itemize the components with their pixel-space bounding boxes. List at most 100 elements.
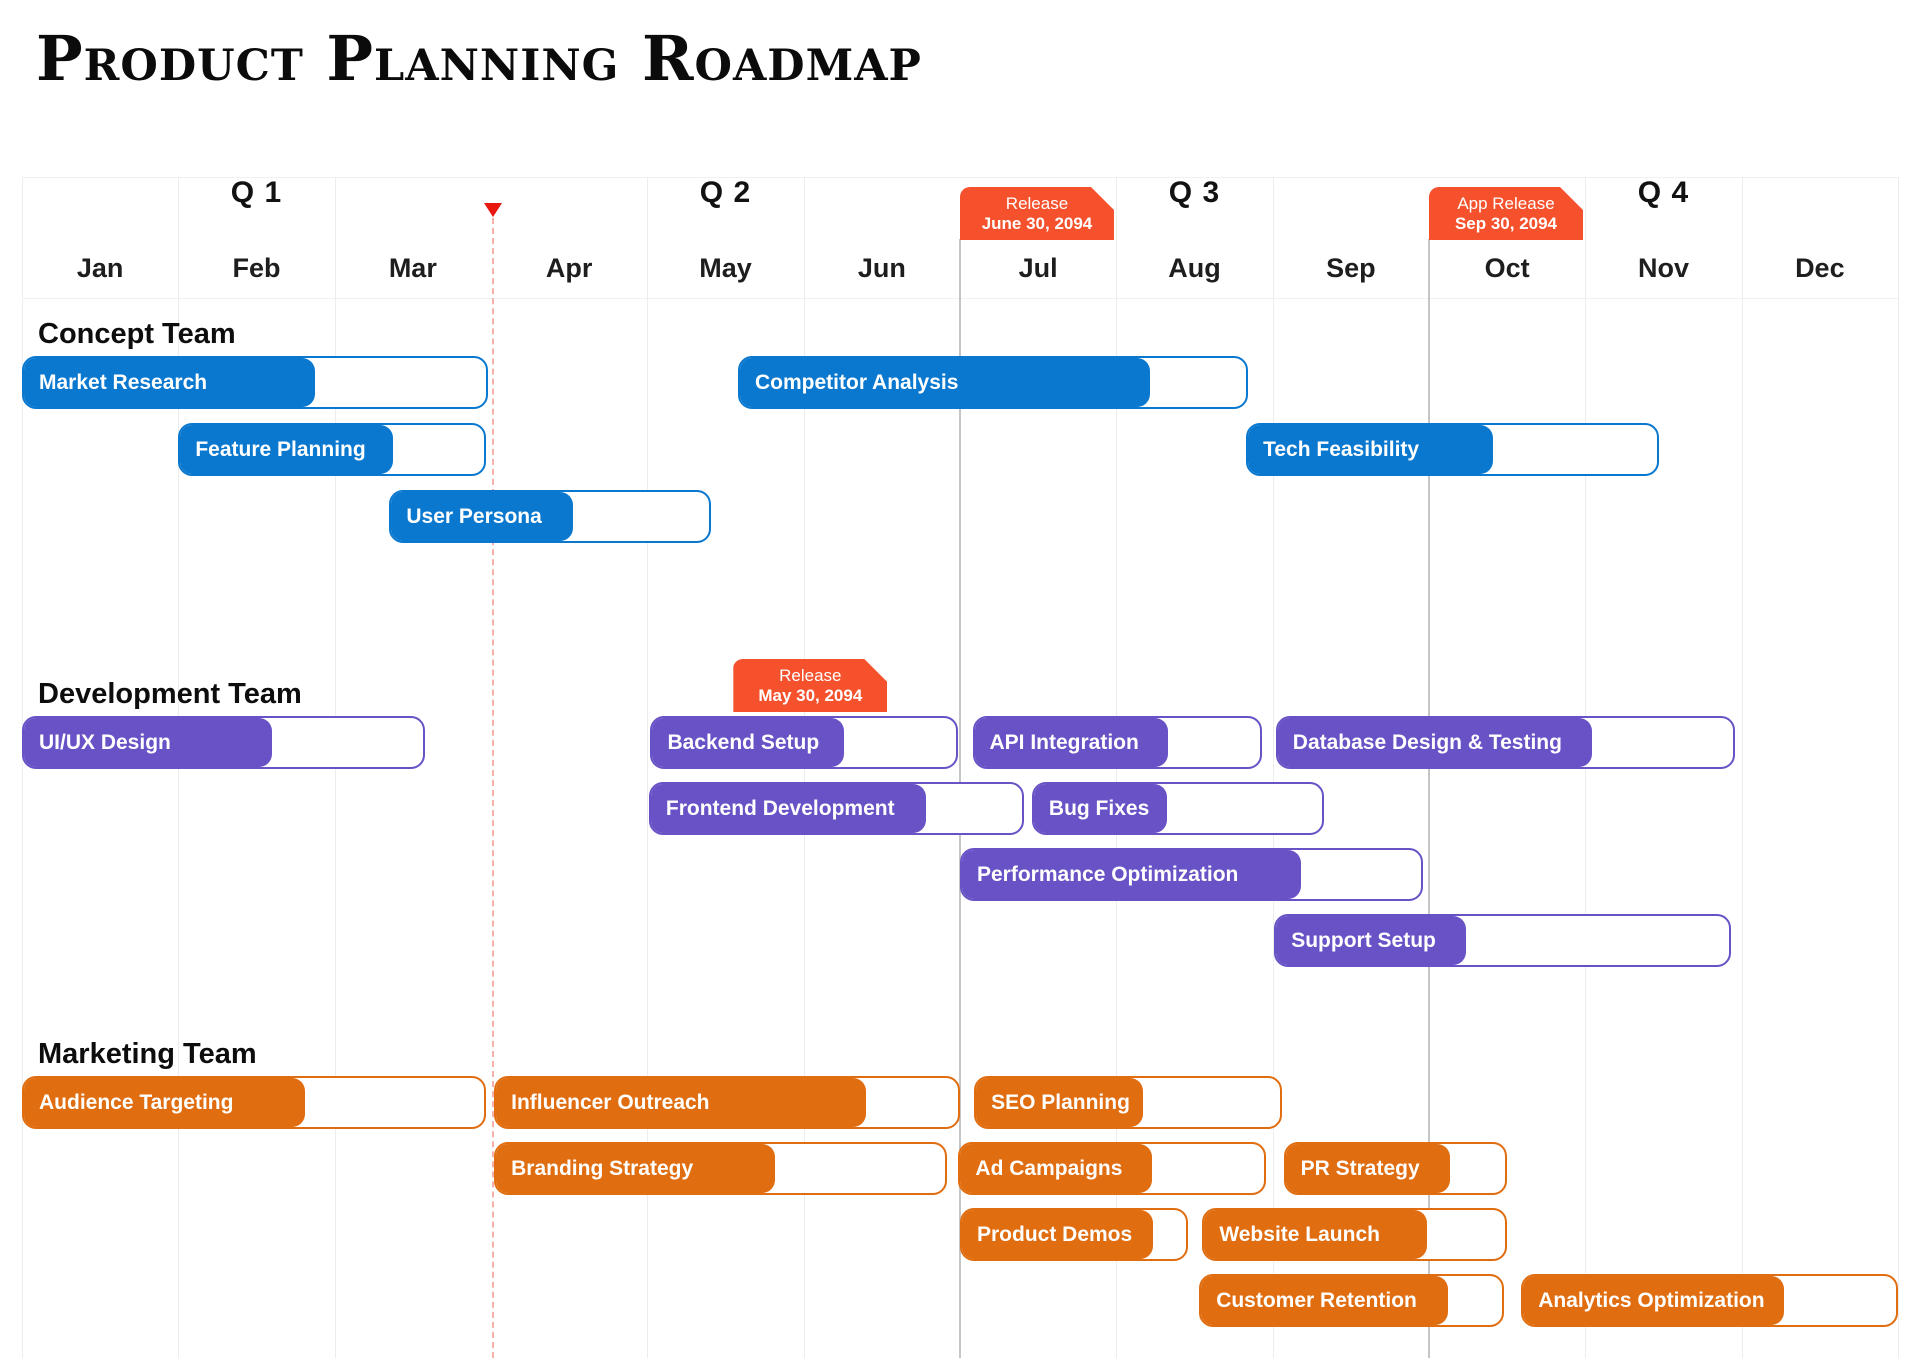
month-label: Jun [857,253,906,283]
task-label: Ad Campaigns [975,1156,1123,1180]
task-bar[interactable]: PR Strategy [1283,1142,1508,1195]
task-label: Competitor Analysis [755,370,959,394]
task-progress-fill [1204,1210,1427,1259]
task-bar[interactable]: Branding Strategy [494,1142,948,1195]
task-bar[interactable]: SEO Planning [974,1076,1283,1129]
task-bar[interactable]: Tech Feasibility [1246,423,1659,476]
task-bar[interactable]: Feature Planning [178,423,487,476]
task-progress-fill [24,718,272,767]
quarter-label: Q 4 [1637,176,1690,209]
task-bar[interactable]: UI/UX Design [22,716,426,769]
task-progress-fill [1033,784,1167,833]
task-label: Branding Strategy [511,1156,694,1180]
task-progress-fill [961,1210,1153,1259]
grid-line-month [1897,177,1899,1358]
today-marker-icon [483,203,502,217]
month-label: Jul [1018,253,1058,283]
milestone-date: Sep 30, 2094 [1454,214,1558,233]
task-label: Analytics Optimization [1538,1288,1765,1312]
task-label: PR Strategy [1300,1156,1420,1180]
task-progress-fill [974,718,1169,767]
task-label: Performance Optimization [976,862,1239,886]
month-label: Mar [388,253,437,283]
task-progress-fill [496,1078,866,1127]
task-progress-fill [1277,718,1593,767]
task-progress-fill [24,358,315,407]
task-label: Market Research [39,370,208,394]
task-label: Backend Setup [667,730,820,754]
task-label: Frontend Development [665,796,895,820]
task-label: Database Design & Testing [1292,730,1562,754]
task-progress-fill [650,784,926,833]
task-progress-fill [1276,916,1467,965]
task-bar[interactable]: Product Demos [959,1208,1189,1261]
team-header: Development Team [38,678,302,710]
month-label: Apr [545,253,593,283]
task-progress-fill [976,1078,1144,1127]
month-label: Nov [1637,253,1689,283]
milestone-label: Release [1005,194,1069,213]
team-header: Marketing Team [38,1038,257,1070]
milestone-label: App Release [1457,194,1555,213]
task-bar[interactable]: Ad Campaigns [958,1142,1267,1195]
task-bar[interactable]: Market Research [22,356,488,409]
milestone-label: Release [779,666,842,685]
task-progress-fill [391,492,573,541]
month-label: Aug [1168,253,1221,283]
task-label: Audience Targeting [39,1090,234,1114]
task-bar[interactable]: Competitor Analysis [738,356,1248,409]
task-progress-fill [652,718,844,767]
quarter-label: Q 2 [699,176,752,209]
task-bar[interactable]: Support Setup [1274,914,1731,967]
grid-line-month [22,177,23,1358]
month-label: Oct [1484,253,1530,283]
task-progress-fill [1285,1144,1451,1193]
task-progress-fill [180,425,394,474]
task-label: Website Launch [1219,1222,1380,1246]
task-bar[interactable]: Audience Targeting [22,1076,487,1129]
grid-line-quarter [1427,239,1430,1358]
quarter-label: Q 1 [230,176,283,209]
task-bar[interactable]: Performance Optimization [959,848,1423,901]
page-title: Product Planning Roadmap [36,22,922,95]
task-bar[interactable]: Backend Setup [650,716,959,769]
task-label: Support Setup [1291,928,1436,952]
task-label: SEO Planning [991,1090,1130,1114]
task-progress-fill [1248,425,1494,474]
task-bar[interactable]: Influencer Outreach [494,1076,960,1129]
month-label: May [699,253,752,283]
quarter-label: Q 3 [1168,176,1221,209]
task-label: Tech Feasibility [1263,437,1420,461]
task-bar[interactable]: API Integration [972,716,1262,769]
task-progress-fill [960,1144,1152,1193]
task-bar[interactable]: Database Design & Testing [1275,716,1736,769]
task-bar[interactable]: Frontend Development [648,782,1025,835]
task-label: Product Demos [976,1222,1133,1246]
task-bar[interactable]: Analytics Optimization [1521,1274,1898,1327]
task-progress-fill [1201,1276,1448,1325]
task-bar[interactable]: Customer Retention [1199,1274,1505,1327]
task-progress-fill [1523,1276,1785,1325]
task-label: Influencer Outreach [511,1090,710,1114]
task-bar[interactable]: Bug Fixes [1031,782,1325,835]
grid-line-month [1741,177,1743,1358]
task-bar[interactable]: Website Launch [1202,1208,1508,1261]
task-label: Feature Planning [195,437,366,461]
month-label: Dec [1795,253,1845,283]
today-line [491,218,494,1358]
task-label: User Persona [406,504,542,528]
month-label: Sep [1326,253,1376,283]
task-progress-fill [740,358,1150,407]
grid-line-month [647,177,649,1358]
task-progress-fill [24,1078,305,1127]
task-bar[interactable]: User Persona [389,490,712,543]
milestone-date: May 30, 2094 [758,686,863,705]
task-progress-fill [961,850,1302,899]
grid-line-month [1272,177,1274,1358]
team-header: Concept Team [38,318,236,350]
task-progress-fill [496,1144,775,1193]
